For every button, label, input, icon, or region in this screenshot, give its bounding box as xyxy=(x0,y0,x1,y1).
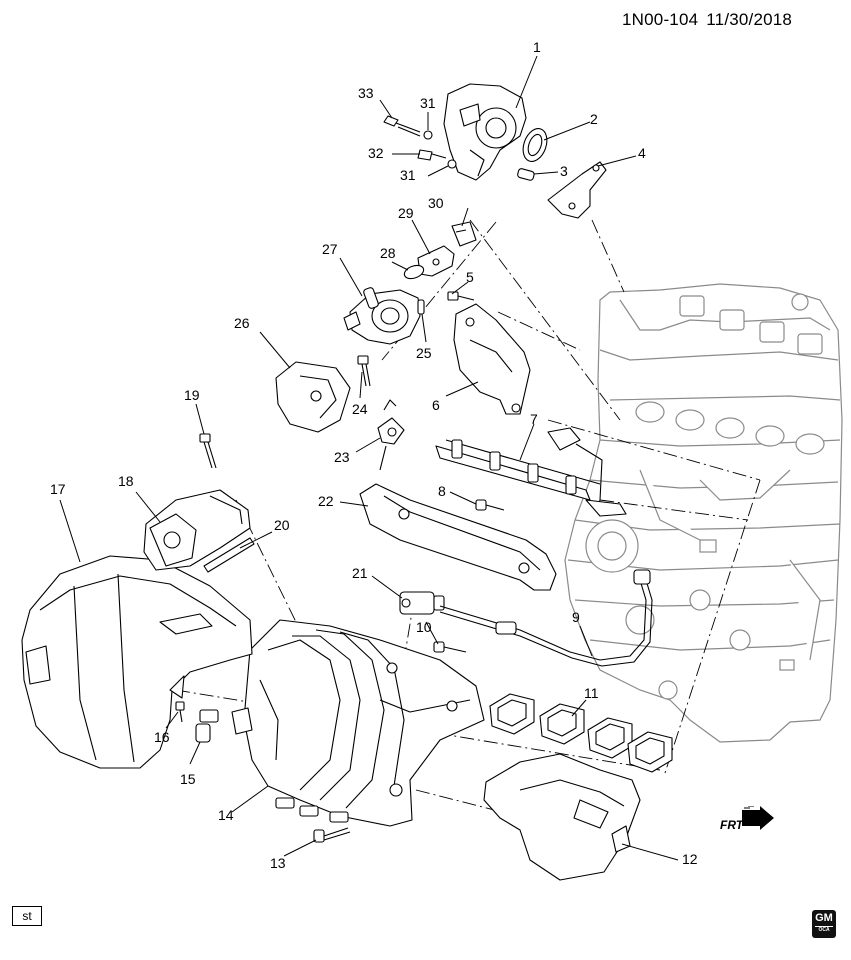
front-direction-indicator: FRT xyxy=(720,805,776,836)
part-27-throttle-body xyxy=(343,287,421,345)
part-3-sleeve xyxy=(517,168,535,181)
callout-29: 29 xyxy=(398,205,414,221)
part-14-intake-manifold xyxy=(231,619,485,827)
callout-5: 5 xyxy=(466,269,474,285)
part-30-clip xyxy=(451,221,477,247)
part-16-bolt xyxy=(175,701,185,723)
callout-14: 14 xyxy=(218,807,234,823)
callout-19: 19 xyxy=(184,387,200,403)
part-11-intake-gaskets xyxy=(489,693,673,773)
callout-6: 6 xyxy=(432,397,440,413)
callout-16: 16 xyxy=(154,729,170,745)
part-23-sensor xyxy=(377,399,405,471)
callout-7: 7 xyxy=(530,411,538,427)
diagram-date: 11/30/2018 xyxy=(706,10,793,29)
part-7-fuel-rail xyxy=(435,427,627,517)
callout-12: 12 xyxy=(682,851,698,867)
front-label: FRT xyxy=(720,818,744,832)
part-10-bolt xyxy=(433,641,467,653)
callout-25: 25 xyxy=(416,345,432,361)
callout-13: 13 xyxy=(270,855,286,871)
engine-block xyxy=(564,283,843,743)
part-24-bolt xyxy=(357,355,371,387)
callout-2: 2 xyxy=(590,111,598,127)
part-22-rail-cover xyxy=(359,483,557,591)
callout-22: 22 xyxy=(318,493,334,509)
part-26-cover xyxy=(275,361,351,433)
part-15-sensor xyxy=(195,709,219,743)
part-5-bolt xyxy=(447,291,475,301)
part-17-engine-cover xyxy=(21,555,253,769)
gm-logo-text: GM xyxy=(815,912,833,924)
callout-15: 15 xyxy=(180,771,196,787)
callout-18: 18 xyxy=(118,473,134,489)
part-28-o-ring xyxy=(403,264,425,280)
part-20-rod xyxy=(203,537,255,573)
part-13-bolt xyxy=(313,827,351,843)
callout-24: 24 xyxy=(352,401,368,417)
callout-20: 20 xyxy=(274,517,290,533)
callout-33: 33 xyxy=(358,85,374,101)
st-label-box: st xyxy=(12,906,42,926)
part-4-bracket xyxy=(547,161,607,219)
callout-32: 32 xyxy=(368,145,384,161)
callout-leaders xyxy=(59,55,679,861)
part-18-air-flow-module xyxy=(143,489,251,571)
gm-logo: GM OCA xyxy=(812,910,836,938)
part-31-washer-upper xyxy=(423,130,433,140)
callout-1: 1 xyxy=(533,39,541,55)
callout-17: 17 xyxy=(50,481,66,497)
part-31-washer-lower xyxy=(447,159,457,169)
callout-28: 28 xyxy=(380,245,396,261)
callout-10: 10 xyxy=(416,619,432,635)
callout-31-upper: 31 xyxy=(420,95,436,111)
callout-11: 11 xyxy=(584,685,599,701)
part-32-bolt xyxy=(417,149,447,161)
callout-31-lower: 31 xyxy=(400,167,416,183)
callout-4: 4 xyxy=(638,145,646,161)
callout-9: 9 xyxy=(572,609,580,625)
callout-3: 3 xyxy=(560,163,568,179)
callout-8: 8 xyxy=(438,483,446,499)
part-6-bracket xyxy=(453,303,531,415)
part-25-pin xyxy=(417,299,425,315)
part-9-hose xyxy=(439,569,653,667)
part-19-stud xyxy=(199,433,217,469)
callout-numbers: 1 2 3 4 5 6 7 8 9 10 11 12 13 14 15 16 1… xyxy=(50,39,698,871)
part-12-heat-shield xyxy=(483,753,641,881)
diagram-header: 1N00-104 11/30/2018 xyxy=(622,10,792,30)
part-33-bolt xyxy=(383,115,421,137)
part-8-bolt xyxy=(475,499,505,511)
callout-21: 21 xyxy=(352,565,368,581)
callout-27: 27 xyxy=(322,241,338,257)
diagram-code: 1N00-104 xyxy=(622,10,699,29)
part-2-seal-ring xyxy=(522,128,548,162)
front-arrow-icon xyxy=(742,805,774,830)
callout-26: 26 xyxy=(234,315,250,331)
callout-30: 30 xyxy=(428,195,444,211)
part-21-valve xyxy=(399,591,445,615)
gm-logo-sub: OCA xyxy=(815,926,833,934)
callout-23: 23 xyxy=(334,449,350,465)
part-1-throttle-housing xyxy=(443,83,527,181)
part-29-bracket xyxy=(417,245,455,277)
